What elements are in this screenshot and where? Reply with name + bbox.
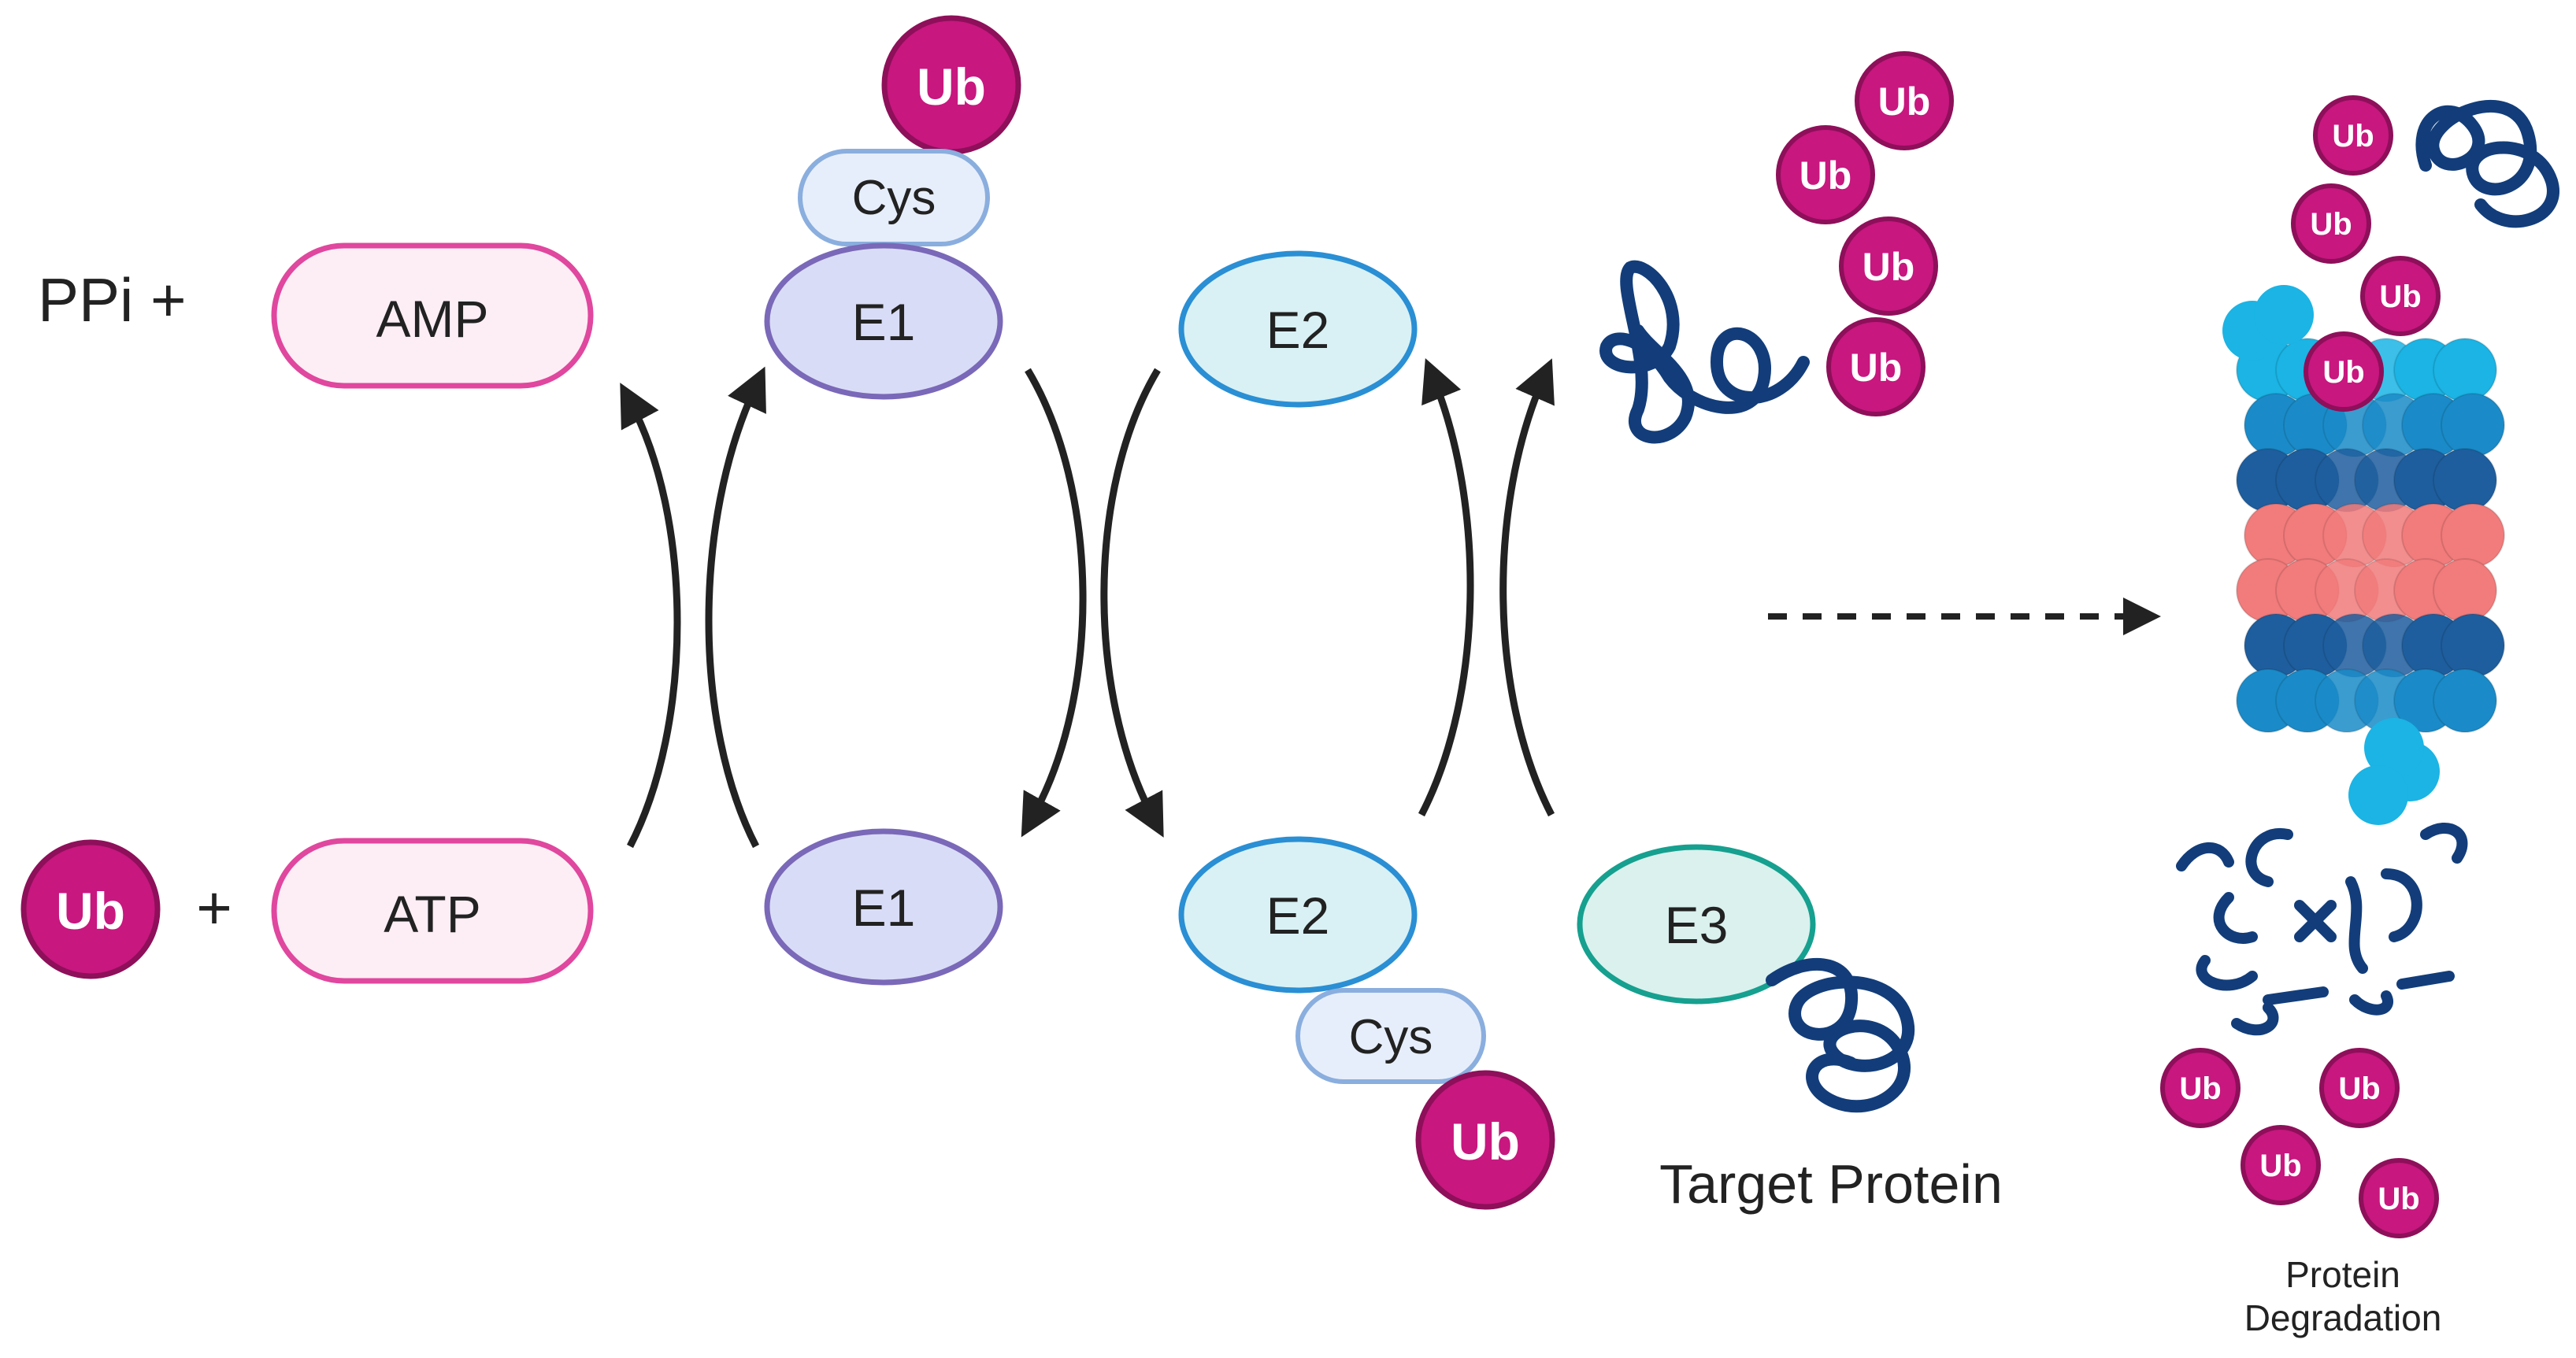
- arrows-e1-e2-transfer: [1021, 368, 1164, 838]
- arrows-e2-e3-transfer: [1418, 357, 1555, 817]
- cys-e2: Cys: [1295, 988, 1486, 1084]
- ub-label: Ub: [1799, 154, 1852, 198]
- e3-label: E3: [1665, 896, 1729, 954]
- ub-on-e1: Ub: [881, 15, 1021, 155]
- cys-label: Cys: [852, 171, 936, 225]
- atp-box: ATP: [271, 838, 594, 984]
- polyubiquitinated-protein: Ub Ub Ub Ub: [1599, 51, 1954, 444]
- proteasome-subunit: [2348, 765, 2408, 825]
- cys-label: Cys: [1349, 1010, 1433, 1064]
- degradation-label-line2: Degradation: [2244, 1297, 2442, 1338]
- ub-label: Ub: [917, 57, 986, 116]
- ub-label: Ub: [2322, 355, 2364, 390]
- proteasome-subunit: [2433, 338, 2497, 402]
- ub-label: Ub: [2310, 207, 2352, 242]
- ub-label: Ub: [56, 882, 125, 940]
- e2-top: E2: [1178, 250, 1418, 408]
- ub-released: Ub Ub Ub Ub: [2160, 1048, 2439, 1238]
- e3-enzyme: E3: [1577, 844, 1816, 1005]
- proteasome-subunit: [2364, 718, 2424, 778]
- plus-sign: +: [196, 873, 232, 942]
- e1-label: E1: [852, 879, 916, 937]
- ub-label: Ub: [2259, 1149, 2301, 1183]
- protein-chain-icon: [1599, 260, 1810, 444]
- e2-bottom: E2: [1178, 836, 1418, 994]
- ub-on-e2: Ub: [1415, 1070, 1555, 1210]
- atp-label: ATP: [384, 885, 480, 943]
- ub-chain: Ub Ub Ub Ub: [1776, 51, 1954, 416]
- ub-free-left: Ub: [20, 839, 161, 979]
- e2-label: E2: [1266, 301, 1330, 359]
- proteasome-subunit: [2433, 558, 2497, 623]
- proteasome-subunit: [2441, 613, 2505, 678]
- arrows-e1-activation: [620, 366, 766, 849]
- ub-label: Ub: [1451, 1112, 1520, 1171]
- proteasome-subunit: [2441, 503, 2505, 568]
- target-protein-label: Target Protein: [1659, 1153, 2003, 1215]
- proteasome-subunit: [2433, 448, 2497, 512]
- ub-label: Ub: [1878, 80, 1931, 124]
- proteasome-subunit: [2254, 285, 2314, 345]
- ppi-label: PPi +: [38, 265, 187, 335]
- ub-label: Ub: [2379, 279, 2421, 314]
- proteasome-subunit: [2441, 393, 2505, 457]
- ub-label: Ub: [1863, 245, 1915, 289]
- amp-label: AMP: [376, 290, 488, 348]
- e1-bottom: E1: [764, 828, 1003, 986]
- ub-label: Ub: [1850, 346, 1903, 390]
- ub-label: Ub: [2332, 119, 2374, 154]
- proteasome-subunit: [2433, 668, 2497, 733]
- protein-entering-icon: [2415, 100, 2559, 228]
- amp-box: AMP: [271, 242, 594, 389]
- degradation-label-line1: Protein: [2285, 1254, 2400, 1295]
- ub-on-proteasome: Ub Ub Ub Ub: [2291, 95, 2441, 412]
- e1-label: E1: [852, 293, 916, 351]
- ub-label: Ub: [2378, 1182, 2419, 1216]
- e2-label: E2: [1266, 886, 1330, 945]
- ub-label: Ub: [2338, 1071, 2380, 1106]
- e1-top: E1: [764, 242, 1003, 400]
- cys-e1: Cys: [798, 149, 990, 246]
- target-protein-icon: [1766, 957, 1914, 1113]
- protein-fragments-icon: [2176, 822, 2468, 1036]
- proteasome-icon: [2222, 285, 2505, 825]
- ub-label: Ub: [2179, 1071, 2221, 1106]
